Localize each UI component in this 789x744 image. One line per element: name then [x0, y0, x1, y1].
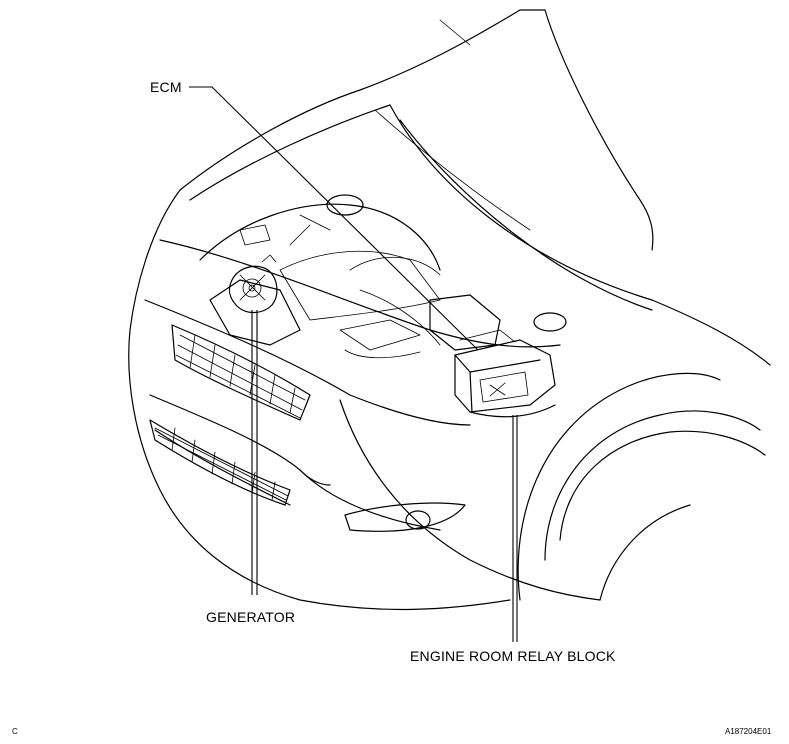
corner-letter: C — [12, 727, 18, 736]
front-wheel — [517, 299, 771, 601]
engine-components — [199, 194, 567, 359]
generator-part — [228, 254, 278, 314]
ecm-leader-line — [189, 86, 479, 351]
ecm-label: ECM — [150, 79, 182, 95]
figure-code: A187204E01 — [725, 727, 772, 736]
body-outline — [128, 189, 601, 611]
upper-grille — [171, 324, 311, 421]
lower-grille — [149, 419, 291, 506]
windshield — [389, 104, 653, 311]
relay-block-label: ENGINE ROOM RELAY BLOCK — [410, 648, 616, 664]
relay-block-part — [454, 329, 556, 418]
generator-label: GENERATOR — [206, 609, 296, 625]
hood — [179, 9, 654, 251]
leader-lines — [189, 86, 518, 642]
fog-lamp — [344, 502, 466, 532]
